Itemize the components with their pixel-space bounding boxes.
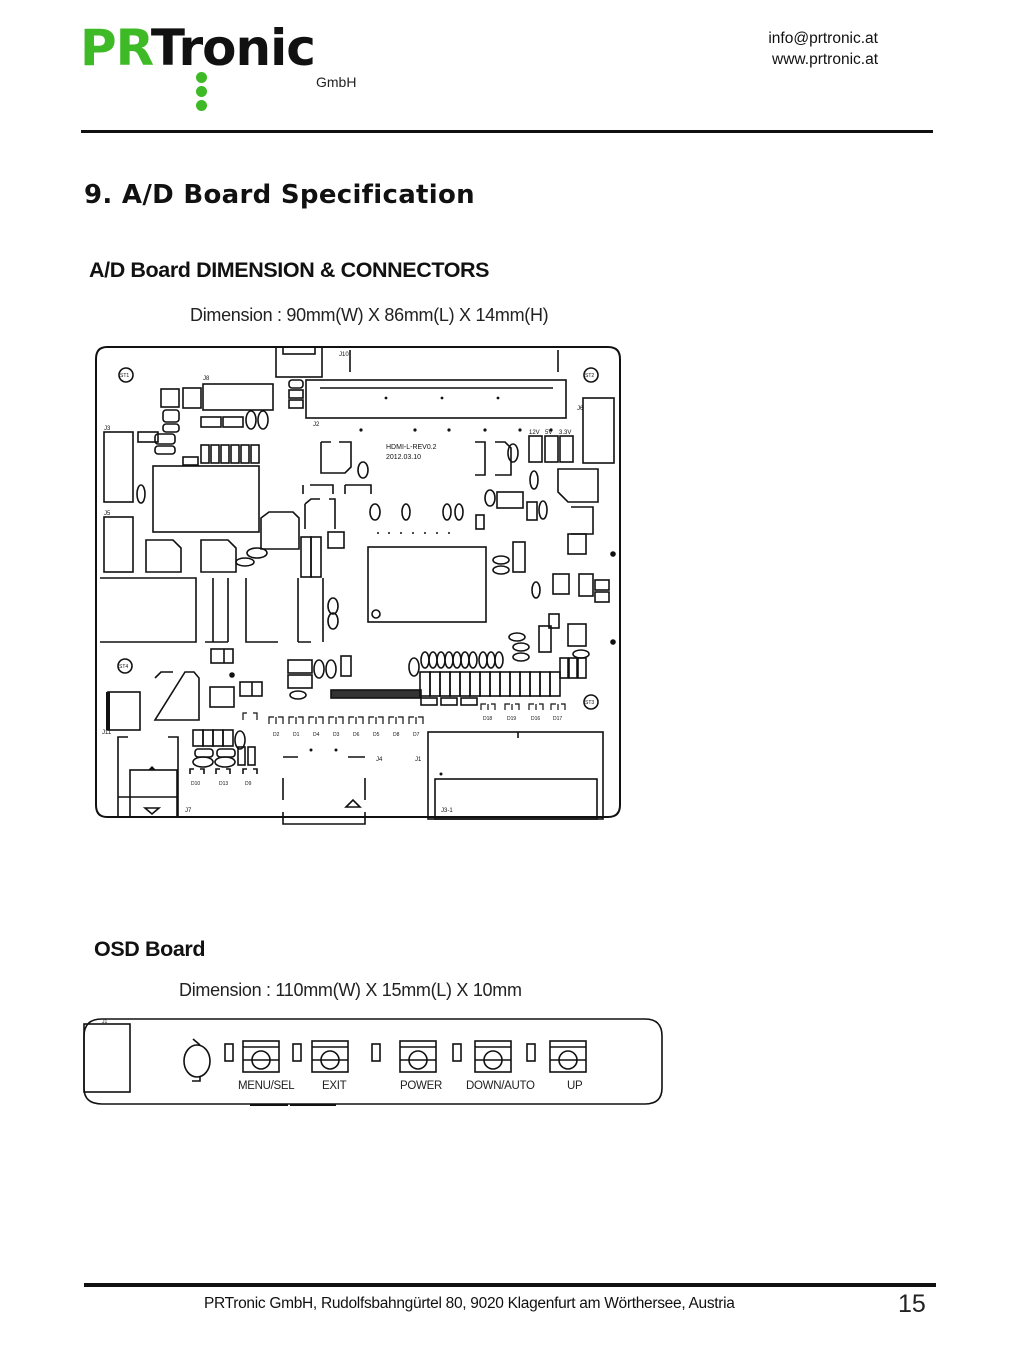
connector-j2-header	[305, 379, 567, 419]
mounting-hole-st4	[117, 658, 133, 674]
svg-text:J7: J7	[185, 808, 192, 814]
osd-label-up: UP	[567, 1080, 583, 1092]
svg-text:J1: J1	[102, 1019, 108, 1025]
svg-text:D2: D2	[273, 732, 280, 738]
osd-label-down-auto: DOWN/AUTO	[466, 1080, 535, 1092]
mounting-hole-st3	[583, 694, 599, 710]
svg-text:ST4: ST4	[119, 664, 128, 670]
logo-dot-icon	[196, 100, 207, 111]
logo-dot-icon	[196, 72, 207, 83]
svg-text:J3-1: J3-1	[441, 808, 453, 814]
mounting-hole-st1	[118, 367, 134, 383]
svg-text:12V: 12V	[529, 430, 540, 436]
svg-text:5V: 5V	[545, 430, 552, 436]
svg-text:D4: D4	[313, 732, 320, 738]
contact-info: info@prtronic.at www.prtronic.at	[768, 28, 878, 70]
svg-text:D16: D16	[531, 716, 540, 722]
svg-text:ST3: ST3	[585, 700, 594, 706]
svg-text:D3: D3	[333, 732, 340, 738]
ir-receiver-icon	[183, 1044, 211, 1078]
svg-text:J4: J4	[376, 757, 383, 763]
osd-button-up	[549, 1040, 587, 1073]
logo-dot-icon	[196, 86, 207, 97]
mounting-hole-st2	[583, 367, 599, 383]
ad-board-heading: A/D Board DIMENSION & CONNECTORS	[89, 258, 490, 282]
osd-board-outline	[83, 1018, 663, 1105]
connector-j11	[107, 691, 141, 731]
board-id: HDMI-L-REV0.2	[386, 444, 437, 451]
footer-divider	[84, 1283, 936, 1287]
label-j10: J10	[339, 352, 349, 358]
osd-button-exit	[311, 1040, 349, 1073]
osd-board-dimension: Dimension : 110mm(W) X 15mm(L) X 10mm	[179, 980, 522, 1000]
svg-text:J1: J1	[415, 757, 422, 763]
svg-text:J6: J6	[577, 406, 584, 412]
connector-j7	[117, 736, 179, 817]
svg-text:D5: D5	[373, 732, 380, 738]
osd-button-power	[399, 1040, 437, 1073]
osd-connector-j1	[83, 1023, 131, 1093]
section-title: 9. A/D Board Specification	[84, 180, 475, 210]
osd-label-exit: EXIT	[322, 1080, 347, 1092]
ad-board-dimension: Dimension : 90mm(W) X 86mm(L) X 14mm(H)	[190, 305, 549, 325]
contact-email[interactable]: info@prtronic.at	[768, 30, 878, 47]
contact-website[interactable]: www.prtronic.at	[772, 51, 878, 68]
connector-j3-1	[427, 731, 604, 820]
osd-label-menu-sel: MENU/SEL	[238, 1080, 295, 1092]
company-logo: PRTronic GmbH	[80, 22, 380, 117]
svg-text:J11: J11	[102, 730, 112, 736]
svg-text:D18: D18	[483, 716, 492, 722]
logo-text-pr: PR	[80, 19, 152, 77]
connector-j3	[103, 431, 134, 503]
ad-board-drawing: J10 ST1 ST2 ST4 ST3 12V 5V 3.3V	[95, 346, 621, 825]
header-divider	[81, 130, 933, 133]
svg-text:D8: D8	[393, 732, 400, 738]
osd-board-drawing: J1	[83, 1018, 663, 1106]
board-outline	[95, 346, 621, 818]
svg-text:D6: D6	[353, 732, 360, 738]
svg-text:D13: D13	[219, 781, 228, 787]
ic-u6	[367, 546, 487, 623]
svg-text:ST2: ST2	[585, 373, 594, 379]
svg-text:D10: D10	[191, 781, 200, 787]
svg-text:D17: D17	[553, 716, 562, 722]
connector-j4	[282, 756, 366, 825]
osd-leds	[224, 1043, 536, 1062]
osd-button-down-auto	[474, 1040, 512, 1073]
logo-suffix: GmbH	[316, 74, 357, 90]
svg-text:D7: D7	[413, 732, 420, 738]
connector-j5	[103, 516, 134, 573]
connector-j8	[202, 383, 274, 411]
osd-board-heading: OSD Board	[94, 937, 206, 961]
connector-j6	[582, 397, 615, 464]
svg-text:3.3V: 3.3V	[559, 430, 571, 436]
svg-text:J2: J2	[313, 422, 320, 428]
ic-u1	[152, 465, 260, 533]
svg-text:D1: D1	[293, 732, 300, 738]
svg-text:D19: D19	[507, 716, 516, 722]
svg-text:J3: J3	[104, 426, 111, 432]
svg-text:J8: J8	[203, 376, 210, 382]
osd-button-menu-sel	[242, 1040, 280, 1073]
logo-text-tronic: Tronic	[150, 19, 316, 77]
board-date: 2012.03.10	[386, 454, 421, 461]
svg-text:ST1: ST1	[120, 373, 129, 379]
osd-label-power: POWER	[400, 1080, 442, 1092]
svg-text:D9: D9	[245, 781, 252, 787]
footer-address: PRTronic GmbH, Rudolfsbahngürtel 80, 902…	[204, 1295, 735, 1312]
svg-text:J5: J5	[104, 511, 111, 517]
page-number: 15	[898, 1290, 926, 1318]
